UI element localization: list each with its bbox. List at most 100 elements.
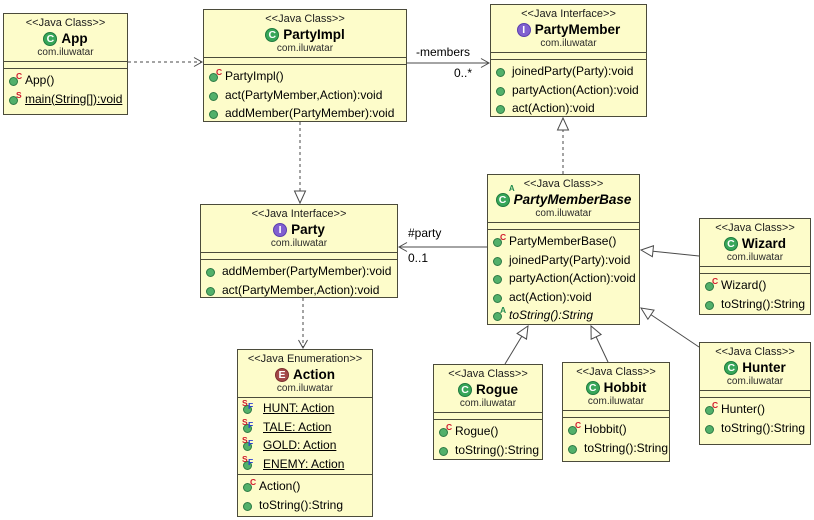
class-icon: C xyxy=(43,31,58,46)
stereotype: <<Java Class>> xyxy=(25,17,106,29)
interface-icon: I xyxy=(516,22,531,37)
class-name: App xyxy=(61,31,88,46)
public-method-icon xyxy=(208,88,222,102)
class-icon: C xyxy=(585,380,600,395)
package-name: com.iluwatar xyxy=(540,38,597,49)
member-row: toString():String xyxy=(700,419,810,438)
member-label: partyAction(Action):void xyxy=(509,271,636,285)
class-name: PartyImpl xyxy=(283,27,345,42)
interface-icon: I xyxy=(273,222,288,237)
fields-compartment xyxy=(700,266,810,273)
public-method-icon xyxy=(492,290,506,304)
member-row: act(Action):void xyxy=(491,99,646,116)
stereotype: <<Java Interface>> xyxy=(521,8,616,20)
generalization-rogue-partymemberbase xyxy=(504,324,529,365)
member-label: HUNT: Action xyxy=(263,401,335,415)
methods-compartment: addMember(PartyMember):void act(PartyMem… xyxy=(201,259,397,298)
constructor-icon: C xyxy=(492,233,506,248)
public-method-icon xyxy=(242,498,256,512)
class-icon: C xyxy=(458,382,472,397)
fields-compartment xyxy=(204,57,406,64)
member-label: toString():String xyxy=(509,308,594,322)
class-name: Hobbit xyxy=(603,380,647,395)
public-method-icon xyxy=(567,441,581,455)
constructor-icon: C xyxy=(567,421,581,436)
constructor-icon: C xyxy=(8,72,22,87)
public-method-icon xyxy=(492,271,506,285)
member-row: toString():String xyxy=(434,441,542,460)
fields-compartment xyxy=(201,252,397,259)
member-label: joinedParty(Party):void xyxy=(512,64,634,78)
stereotype: <<Java Class>> xyxy=(576,366,656,378)
member-label: addMember(PartyMember):void xyxy=(225,106,395,120)
package-name: com.iluwatar xyxy=(726,376,784,387)
fields-compartment xyxy=(563,410,669,417)
class-name: PartyMemberBase xyxy=(513,192,632,207)
constructor-icon: C xyxy=(208,68,222,83)
abstract-class-icon: C xyxy=(495,192,510,207)
methods-compartment: joinedParty(Party):void partyAction(Acti… xyxy=(491,59,646,116)
member-row: act(Action):void xyxy=(488,288,639,307)
stereotype: <<Java Class>> xyxy=(265,13,345,25)
member-label: toString():String xyxy=(259,497,344,512)
member-label: partyAction(Action):void xyxy=(512,82,639,97)
constructor-icon: C xyxy=(242,478,256,493)
member-label: Hunter() xyxy=(721,402,766,416)
class-icon: C xyxy=(724,360,739,375)
member-row: toString():String xyxy=(563,439,669,458)
member-label: App() xyxy=(25,73,55,87)
member-label: toString():String xyxy=(584,440,669,455)
class-name: Rogue xyxy=(476,382,518,397)
package-name: com.iluwatar xyxy=(459,398,517,409)
generalization-hobbit-partymemberbase xyxy=(590,324,609,363)
class-name: PartyMember xyxy=(534,22,621,37)
member-row: toString():String xyxy=(238,496,372,515)
stereotype: <<Java Class>> xyxy=(715,222,795,234)
member-row: act(PartyMember,Action):void xyxy=(201,281,397,298)
public-method-icon xyxy=(495,83,509,97)
class-name: Party xyxy=(291,222,325,237)
stereotype: <<Java Enumeration>> xyxy=(247,353,363,365)
class-name: Hunter xyxy=(742,360,786,375)
member-label: act(Action):void xyxy=(512,101,595,115)
package-name: com.iluwatar xyxy=(535,208,592,219)
member-label: Action() xyxy=(259,479,301,493)
stereotype: <<Java Class>> xyxy=(523,178,604,190)
member-row: addMember(PartyMember):void xyxy=(204,104,406,121)
